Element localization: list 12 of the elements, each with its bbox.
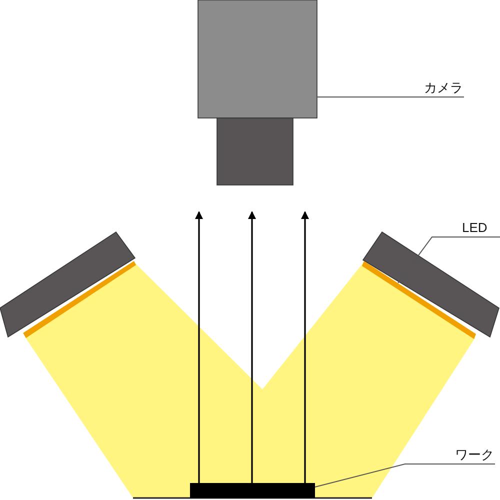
led-strip	[362, 261, 476, 339]
leader-line	[316, 96, 464, 98]
callout-label: カメラ	[424, 80, 463, 95]
arrow	[248, 211, 256, 483]
leader-line	[314, 464, 496, 488]
camera-drawing	[198, 0, 318, 186]
workpiece	[190, 483, 315, 498]
callout-label: ワーク	[455, 447, 494, 462]
arrow	[301, 211, 309, 483]
arrow	[195, 211, 203, 483]
callout-label: LED	[462, 220, 488, 235]
leader-line	[398, 236, 500, 284]
